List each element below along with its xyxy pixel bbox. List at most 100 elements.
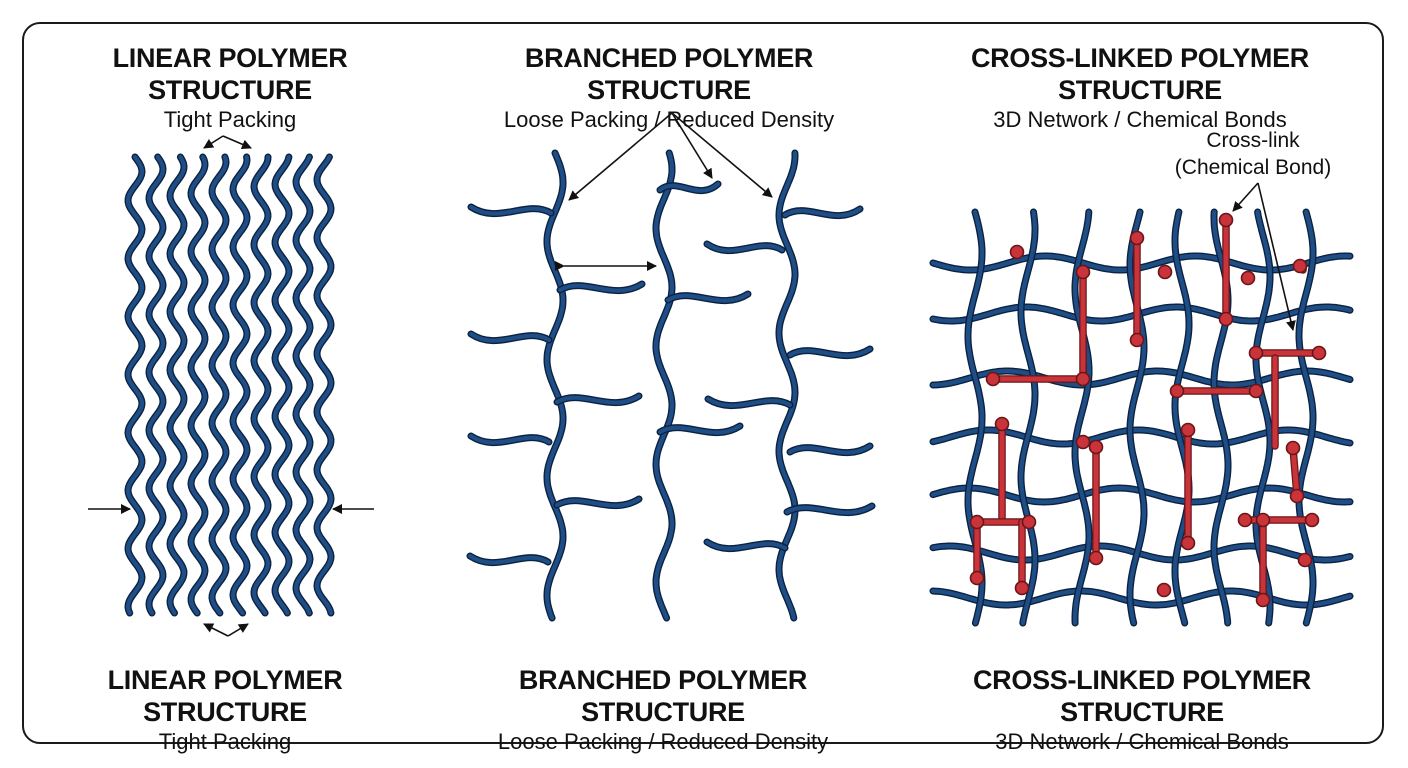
crosslinked-heading-bottom: CROSS-LINKED POLYMER STRUCTURE 3D Networ…: [907, 664, 1377, 756]
linear-subtitle-top: Tight Packing: [163, 107, 297, 132]
branch-9-chain-core: [665, 291, 751, 303]
branched-title-top: BRANCHED POLYMER STRUCTURE: [524, 43, 814, 105]
crosslink-node-4: [1292, 258, 1308, 274]
linear-chain-4: [187, 153, 209, 617]
branch-1: [467, 203, 555, 218]
network-horizontal-chain-4: [929, 426, 1354, 448]
branch-12: [703, 240, 786, 255]
branch-6-chain: [553, 495, 643, 510]
branch-8-chain-core: [657, 181, 721, 193]
crosslink-node-18: [1075, 434, 1091, 450]
linear-chain-4-core: [188, 154, 208, 616]
network-vertical-chain-5: [1171, 208, 1193, 627]
branched-backbone-2: [652, 149, 676, 622]
network-vertical-chain-2-core: [1018, 209, 1038, 626]
branch-4: [553, 392, 643, 407]
branch-14: [704, 395, 794, 410]
branch-2-chain: [556, 280, 646, 295]
linear-title-bottom: LINEAR POLYMER STRUCTURE: [107, 665, 343, 727]
branch-2: [556, 280, 646, 295]
crosslinked-subtitle-bottom: 3D Network / Chemical Bonds: [995, 729, 1289, 754]
crosslink-node-20: [1285, 440, 1301, 456]
branch-13: [786, 345, 874, 360]
branched-backbone-3: [775, 149, 799, 622]
branch-15-chain-core: [787, 443, 873, 455]
branch-8-chain: [656, 180, 722, 195]
linear-chain-8: [271, 153, 293, 617]
crosslink-node-27: [1180, 535, 1196, 551]
branched-polymer-panel: [466, 112, 876, 622]
crosslink-node-19: [1088, 439, 1104, 455]
branch-7: [466, 552, 552, 567]
linear-chain-9: [292, 153, 314, 617]
crosslink-node-12: [985, 371, 1001, 387]
branch-9: [664, 290, 752, 305]
crosslink-node-17: [1180, 422, 1196, 438]
linear-chain-2: [145, 153, 167, 617]
branch-7-chain: [466, 552, 552, 567]
crosslink-node-10: [1248, 345, 1264, 361]
network-vertical-chain-5-core: [1172, 209, 1192, 626]
branched-arrow-1: [568, 112, 673, 201]
crosslink-node-16: [994, 416, 1010, 432]
crosslink-node-29: [1297, 552, 1313, 568]
linear-chain-9-core: [293, 154, 313, 616]
linear-chain-6: [229, 153, 251, 617]
crosslink-node-15: [1248, 383, 1264, 399]
crosslinked-title-bottom: CROSS-LINKED POLYMER STRUCTURE: [972, 665, 1312, 727]
crosslink-node-28: [1088, 550, 1104, 566]
branch-10-chain: [656, 422, 744, 437]
branch-3-chain-core: [468, 331, 552, 343]
branched-subtitle-bottom: Loose Packing / Reduced Density: [497, 729, 829, 754]
crosslink-node-2: [1129, 230, 1145, 246]
network-horizontal-chain-4-core: [930, 427, 1353, 447]
crosslink-node-24: [1237, 512, 1253, 528]
linear-heading-top: LINEAR POLYMER STRUCTURE Tight Packing: [40, 42, 420, 134]
linear-chain-1-core: [125, 154, 145, 616]
branched-heading-top: BRANCHED POLYMER STRUCTURE Loose Packing…: [459, 42, 879, 134]
crosslink-node-33: [1255, 592, 1271, 608]
crosslink-node-21: [1289, 488, 1305, 504]
linear-chain-10-core: [314, 154, 334, 616]
linear-arrow-top-left: [203, 135, 224, 149]
branch-6-chain-core: [554, 496, 642, 508]
crosslink-node-31: [1014, 580, 1030, 596]
branch-12-chain: [703, 240, 786, 255]
linear-chain-7: [250, 153, 272, 617]
branch-12-chain-core: [704, 241, 785, 253]
crosslink-node-26: [1304, 512, 1320, 528]
branch-9-chain: [664, 290, 752, 305]
crosslink-node-23: [1021, 514, 1037, 530]
network-horizontal-chain-1-core: [930, 253, 1353, 273]
branch-4-chain: [553, 392, 643, 407]
network-vertical-chain-4-core: [1127, 209, 1147, 626]
branch-11: [781, 205, 864, 220]
linear-chain-2-core: [146, 154, 166, 616]
branched-backbone-3-core: [776, 150, 798, 621]
linear-arrow-bottom-left: [203, 623, 229, 637]
linear-chain-3: [166, 153, 188, 617]
linear-chain-8-core: [272, 154, 292, 616]
branch-14-chain-core: [705, 396, 793, 408]
branch-11-chain-core: [782, 206, 863, 218]
linear-arrow-bottom-right: [227, 623, 249, 637]
branch-15-chain: [786, 442, 874, 457]
branched-title-bottom: BRANCHED POLYMER STRUCTURE: [518, 665, 808, 727]
branch-7-chain-core: [467, 553, 551, 565]
crosslink-node-14: [1169, 383, 1185, 399]
crosslink-node-22: [969, 514, 985, 530]
branched-arrow-3: [671, 112, 773, 198]
branch-16-chain-core: [784, 503, 875, 515]
linear-chain-10: [313, 153, 335, 617]
crosslinked-polymer-panel: [929, 182, 1354, 627]
branch-6: [553, 495, 643, 510]
branched-backbone-1: [543, 149, 567, 622]
branch-15: [786, 442, 874, 457]
branch-14-chain: [704, 395, 794, 410]
linear-chain-5: [208, 153, 230, 617]
network-vertical-chain-3-core: [1072, 209, 1092, 626]
network-vertical-chain-4: [1126, 208, 1148, 627]
crosslink-node-25: [1255, 512, 1271, 528]
network-horizontal-chain-1: [929, 252, 1354, 274]
network-horizontal-chain-6: [929, 542, 1354, 564]
